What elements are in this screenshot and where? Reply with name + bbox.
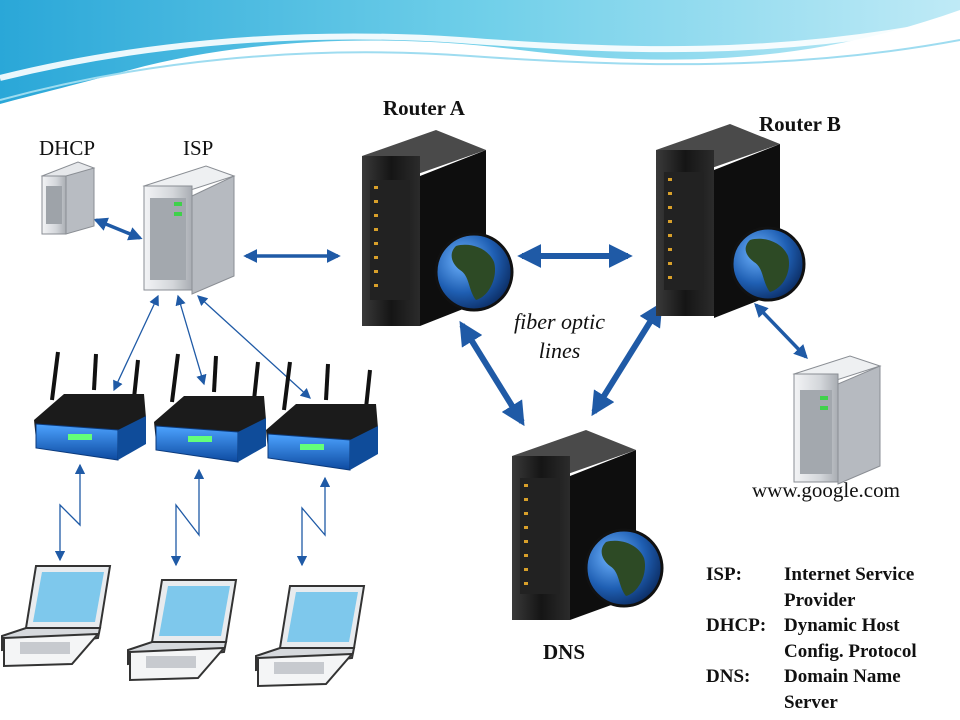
laptop-icon [0,565,112,668]
legend-definition: Dynamic Host Config. Protocol [784,615,917,662]
isp-server-icon [142,165,236,295]
header-wave [0,0,960,104]
arrow-routerB-google [754,302,808,360]
router-b-label: Router B [759,112,841,136]
google-server-icon [792,355,882,485]
router-b-server-icon [656,124,806,318]
arrow-routerA-dns [459,320,525,427]
dhcp-label: DHCP [39,136,96,160]
legend-definition: Domain Name Server [784,666,901,713]
laptop-icon [255,585,366,688]
legend-abbr: DHCP: [706,615,767,636]
google-label: www.google.com [752,478,900,502]
legend-abbr: DNS: [706,666,751,687]
legend-row: DHCP: Dynamic Host Config. Protocol [706,613,954,664]
dns-server-icon [512,430,664,620]
laptop-icon [127,579,238,682]
isp-wifi-links [113,294,311,399]
legend: ISP: Internet Service Provider DHCP: Dyn… [706,562,954,715]
legend-abbr: ISP: [706,564,742,585]
arrow-routerB-dns [591,301,663,417]
router-a-label: Router A [383,96,465,120]
dhcp-server-icon [40,161,96,235]
wireless-router-icon [154,353,266,463]
wireless-links [54,463,331,567]
router-a-server-icon [362,130,514,326]
arrow-dhcp-isp [93,217,143,241]
isp-label: ISP [183,136,214,160]
legend-row: DNS: Domain Name Server [706,664,954,715]
legend-definition: Internet Service Provider [784,564,915,611]
dns-label: DNS [543,640,586,664]
fiber-links [93,217,808,427]
wireless-router-icon [34,351,146,461]
legend-row: ISP: Internet Service Provider [706,562,954,613]
wireless-router-icon [266,361,378,471]
fiber-optic-label: fiber optic lines [514,309,606,363]
